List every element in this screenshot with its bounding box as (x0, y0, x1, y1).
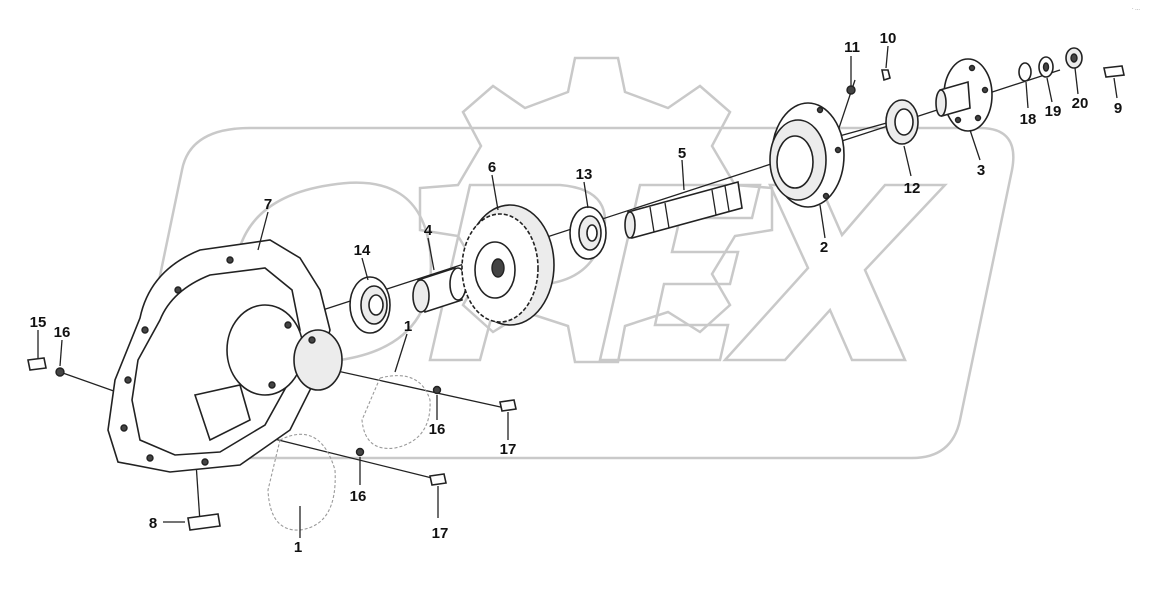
washer-part-16-low (355, 447, 365, 457)
washer-part-11 (846, 85, 856, 95)
opex-watermark (126, 56, 1015, 460)
watermark-letter-e (598, 183, 762, 362)
gear-part-6 (461, 204, 555, 326)
callout-label-1-upper: 1 (404, 318, 412, 335)
callout-label-5: 5 (678, 145, 686, 162)
output-flange-part-3 (935, 58, 993, 132)
washer-part-18 (1018, 62, 1032, 82)
callout-label-13: 13 (576, 166, 593, 183)
washer-part-16-left (55, 367, 65, 377)
callout-label-15: 15 (30, 314, 47, 331)
watermark-letter-x (722, 183, 948, 362)
callout-label-14: 14 (354, 242, 371, 259)
cover-part-1-lower (267, 433, 336, 531)
shaft-part-5 (624, 180, 743, 240)
washer-part-16-mid (432, 385, 442, 395)
callout-label-8: 8 (149, 515, 157, 532)
callout-label-19: 19 (1045, 103, 1062, 120)
callout-label-4: 4 (424, 222, 433, 239)
callout-label-12: 12 (904, 180, 921, 197)
callout-label-10: 10 (880, 30, 897, 47)
callout-label-16-mid: 16 (429, 421, 446, 438)
bolt-part-17-upper (499, 399, 517, 412)
bearing-part-13 (569, 206, 607, 260)
callout-label-3: 3 (977, 162, 985, 179)
callout-label-16-left: 16 (54, 324, 71, 341)
pin-part-9 (1103, 65, 1125, 78)
watermark-gear (418, 56, 774, 364)
callout-label-18: 18 (1020, 111, 1037, 128)
flange-housing-part-2 (769, 102, 845, 208)
bolt-part-10 (881, 69, 891, 82)
callout-label-17-lower: 17 (432, 525, 449, 542)
callout-labels: 1 1 2 3 4 5 6 7 8 9 10 11 12 13 14 15 16… (30, 30, 1123, 556)
callout-label-6: 6 (488, 159, 496, 176)
leader-lines (37, 45, 1118, 538)
callout-label-2: 2 (820, 239, 828, 256)
callout-label-1-lower: 1 (294, 539, 302, 556)
callout-label-11: 11 (844, 39, 860, 56)
callout-label-20: 20 (1072, 95, 1089, 112)
bolt-part-15 (27, 357, 47, 371)
callout-label-17-upper: 17 (500, 441, 517, 458)
watermark-frame (126, 126, 1015, 460)
callout-label-16-low: 16 (350, 488, 367, 505)
drain-plug-part-8 (187, 513, 221, 531)
callout-label-9: 9 (1114, 100, 1122, 117)
cover-part-1-upper (361, 375, 431, 449)
seal-part-12 (885, 99, 919, 145)
sleeve-part-4 (412, 266, 467, 314)
corner-mark: · ... (1132, 6, 1140, 12)
callout-label-7: 7 (264, 196, 272, 213)
nut-part-20 (1065, 47, 1083, 69)
washer-part-19 (1038, 56, 1054, 78)
housing-part-7 (107, 239, 343, 473)
bolt-part-17-lower (429, 473, 447, 486)
bearing-part-14 (349, 276, 391, 334)
